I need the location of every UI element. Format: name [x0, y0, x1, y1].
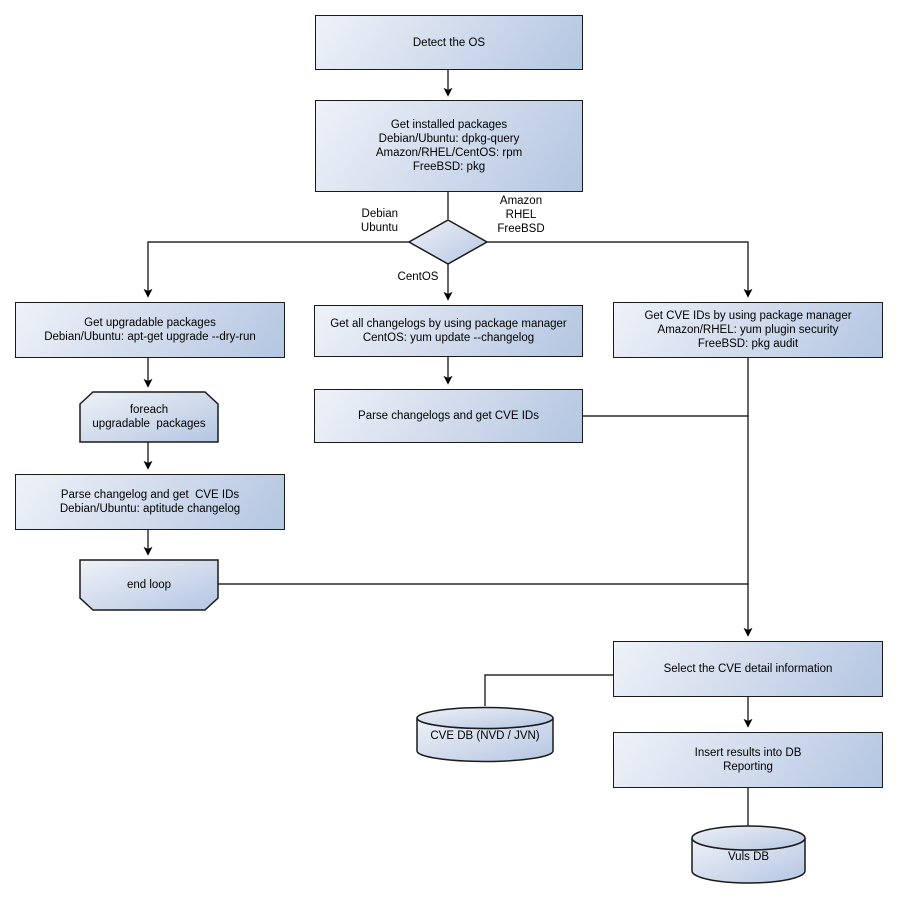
- foreach-loop-shape: [79, 391, 219, 443]
- node-get-installed-packages-detail: Amazon/RHEL/CentOS: rpm: [375, 147, 523, 159]
- node-get-installed-packages-detail: Debian/Ubuntu: dpkg-query: [378, 133, 520, 145]
- branch-label-centos: CentOS: [393, 270, 443, 284]
- node-select-cve-detail-label: Select the CVE detail information: [663, 663, 833, 675]
- node-detect-os-label: Detect the OS: [412, 36, 486, 49]
- node-get-all-changelogs-label: Get all changelogs by using package mana…: [330, 318, 567, 330]
- node-get-installed-packages: Get installed packages Debian/Ubuntu: dp…: [315, 100, 583, 192]
- branch-label-line: Debian: [361, 208, 398, 220]
- end-loop-shape: [79, 559, 219, 611]
- cve-db-cylinder: [416, 706, 554, 763]
- node-get-upgradable-packages-detail: Debian/Ubuntu: apt-get upgrade --dry-run: [44, 331, 256, 343]
- branch-label-line: Amazon: [499, 195, 543, 207]
- branch-label-line: RHEL: [505, 209, 537, 221]
- branch-label-line: CentOS: [397, 271, 439, 283]
- node-select-cve-detail: Select the CVE detail information: [613, 641, 883, 697]
- node-insert-results-label: Insert results into DB: [694, 747, 802, 759]
- node-get-cve-ids-label: Get CVE IDs by using package manager: [644, 310, 852, 322]
- node-detect-os: Detect the OS: [315, 15, 583, 70]
- os-decision-diamond: [407, 219, 489, 265]
- node-get-all-changelogs: Get all changelogs by using package mana…: [314, 305, 583, 357]
- branch-label-line: Ubuntu: [360, 222, 398, 234]
- node-parse-changelog-debian: Parse changelog and get CVE IDs Debian/U…: [15, 474, 285, 530]
- node-get-cve-ids-pkg-manager: Get CVE IDs by using package manager Ama…: [613, 302, 883, 358]
- node-get-installed-packages-label: Get installed packages: [390, 119, 508, 131]
- node-get-cve-ids-detail: Amazon/RHEL: yum plugin security: [657, 324, 839, 336]
- edge-decision-to-getcve: [487, 241, 753, 298]
- branch-label-line: FreeBSD: [497, 223, 545, 235]
- node-get-upgradable-packages: Get upgradable packages Debian/Ubuntu: a…: [15, 302, 285, 358]
- node-parse-changelogs-centos-label: Parse changelogs and get CVE IDs: [358, 410, 539, 422]
- node-parse-changelog-debian-label: Parse changelog and get CVE IDs: [60, 489, 240, 501]
- node-insert-results: Insert results into DB Reporting: [613, 732, 883, 788]
- branch-label-debian-ubuntu: Debian Ubuntu: [330, 207, 398, 235]
- edge-cvedb-to-select: [484, 674, 613, 706]
- edge-decision-to-upgradable: [143, 241, 409, 298]
- node-insert-results-detail: Reporting: [723, 761, 773, 773]
- node-get-upgradable-packages-label: Get upgradable packages: [84, 317, 216, 329]
- node-parse-changelogs-centos: Parse changelogs and get CVE IDs: [314, 389, 583, 443]
- branch-label-amazon-rhel-freebsd: Amazon RHEL FreeBSD: [486, 194, 556, 236]
- node-get-installed-packages-detail: FreeBSD: pkg: [412, 161, 486, 173]
- vuls-db-cylinder: [691, 825, 806, 884]
- node-get-all-changelogs-detail: CentOS: yum update --changelog: [362, 332, 535, 344]
- node-parse-changelog-debian-detail: Debian/Ubuntu: aptitude changelog: [59, 503, 241, 515]
- node-get-cve-ids-detail: FreeBSD: pkg audit: [697, 338, 799, 350]
